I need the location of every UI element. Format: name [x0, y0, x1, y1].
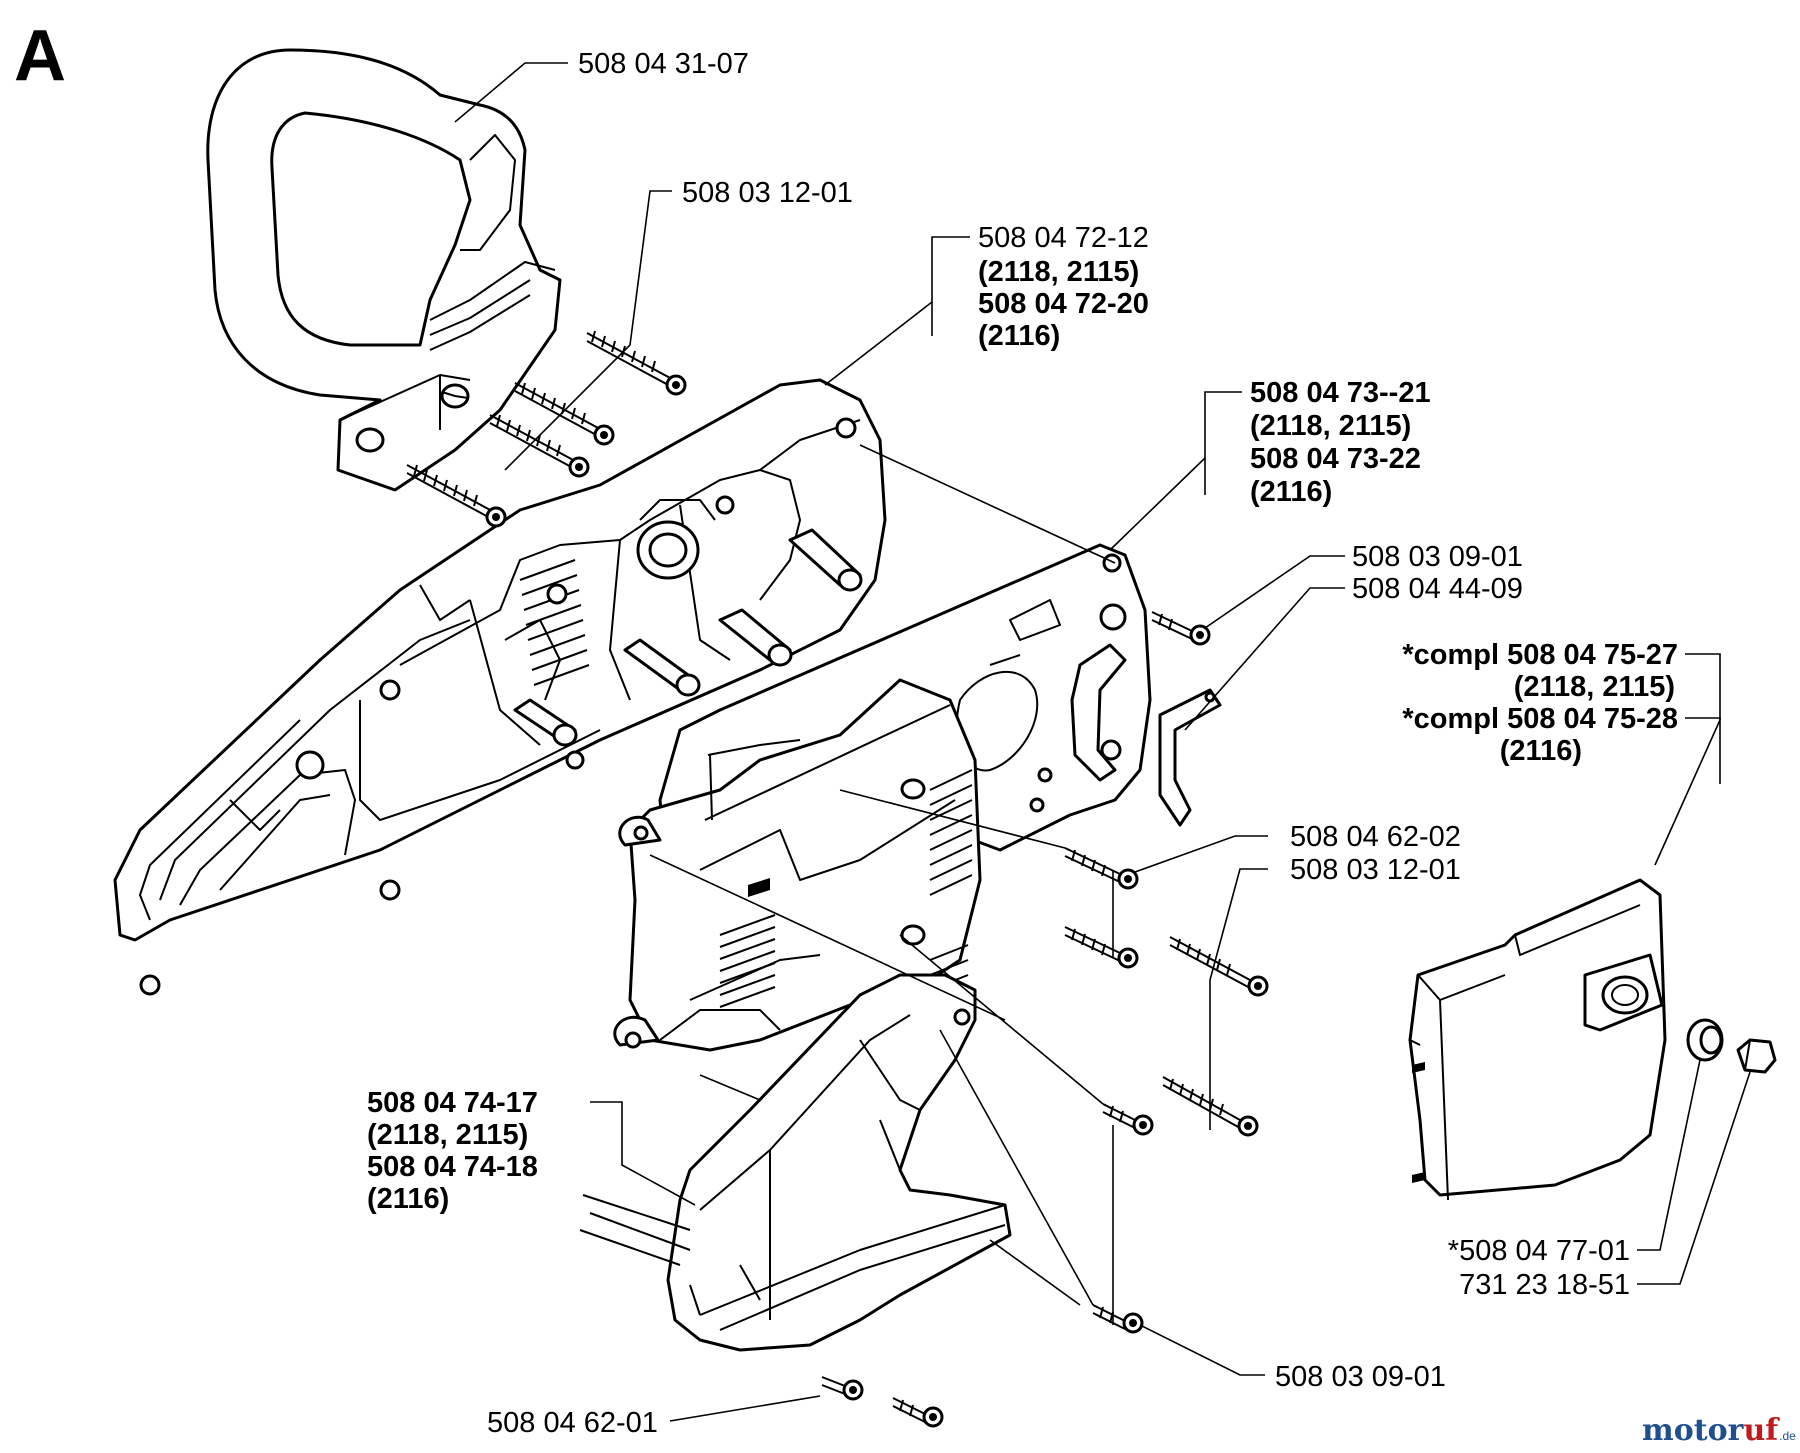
- callout-washer: *508 04 77-01: [1448, 1235, 1630, 1267]
- callout-motor-screw-b: 508 03 12-01: [1290, 854, 1461, 886]
- leader-housing-b: [1109, 391, 1242, 551]
- callout-lower-housing-0: 508 04 74-17: [367, 1087, 538, 1119]
- screw-right-upper: [1151, 611, 1211, 646]
- washer-part: [1686, 1018, 1724, 1062]
- screw-bottom-1: [821, 1376, 864, 1401]
- leader-screw-bottom-left: [669, 1395, 821, 1422]
- callout-housing-b-0: 508 04 73--21: [1250, 377, 1431, 409]
- motor-cover-part: [613, 678, 982, 1052]
- housing-left-part: [113, 378, 887, 996]
- callout-handle: 508 04 31-07: [578, 48, 749, 80]
- watermark-tld: .de: [1779, 1429, 1796, 1443]
- screw-handle-4: [406, 464, 507, 528]
- leader-lower-housing: [590, 1101, 696, 1206]
- leader-handle-screws: [504, 190, 672, 471]
- callout-housing-a-0: 508 04 72-12: [978, 222, 1149, 254]
- leader-cover-bracket: [1685, 717, 1721, 784]
- leader-washer: [1637, 1059, 1701, 1251]
- watermark-text: motoruf.de: [1642, 1413, 1796, 1448]
- callout-housing-b-1: (2118, 2115): [1250, 410, 1411, 442]
- callout-housing-a-3: (2116): [978, 320, 1060, 352]
- screw-lower-1: [1102, 1103, 1154, 1136]
- handle-part: [206, 48, 562, 492]
- callout-housing-b-2: 508 04 73-22: [1250, 443, 1421, 475]
- callout-cover-3: (2116): [1500, 735, 1582, 767]
- callout-lower-housing-3: (2116): [367, 1183, 449, 1215]
- callout-screw-bottom-left: 508 04 62-01: [487, 1407, 658, 1439]
- watermark-brand-b: uf: [1743, 1413, 1780, 1448]
- screw-motor-3: [1169, 936, 1269, 997]
- lower-housing-part: [579, 973, 1012, 1352]
- callout-housing-a-2: 508 04 72-20: [978, 288, 1149, 320]
- screw-lower-2: [1092, 1304, 1144, 1334]
- callout-housing-b-3: (2116): [1250, 476, 1332, 508]
- watermark-logo: motoruf.de: [1642, 1413, 1796, 1448]
- callout-motor-screw-a: 508 04 62-02: [1290, 821, 1461, 853]
- callout-cover-1: (2118, 2115): [1514, 671, 1675, 703]
- callout-cover-0: *compl 508 04 75-27: [1402, 639, 1678, 671]
- leader-screw-bottom-right: [1139, 1324, 1265, 1376]
- callout-lower-housing-2: 508 04 74-18: [367, 1151, 538, 1183]
- clip-part: [1158, 688, 1222, 827]
- watermark-brand-a: motor: [1642, 1413, 1745, 1448]
- leader-housing-a: [824, 236, 970, 386]
- leader-handle: [454, 62, 568, 123]
- callout-screw-right: 508 03 09-01: [1352, 541, 1523, 573]
- callout-housing-a-1: (2118, 2115): [978, 256, 1139, 288]
- leader-cover: [1685, 653, 1721, 720]
- nut-part: [1736, 1038, 1777, 1074]
- screw-motor-1: [1064, 847, 1139, 890]
- screw-handle-2: [514, 382, 615, 446]
- screw-motor-2: [1064, 926, 1139, 969]
- leader-nut: [1637, 1071, 1751, 1285]
- callout-handle-screws: 508 03 12-01: [682, 177, 853, 209]
- screw-motor-4: [1162, 1076, 1259, 1137]
- screw-bottom-2: [892, 1397, 944, 1428]
- callout-clip: 508 04 44-09: [1352, 573, 1523, 605]
- sheet-letter: A: [14, 16, 66, 96]
- callout-nut: 731 23 18-51: [1459, 1269, 1630, 1301]
- screw-handle-3: [489, 414, 590, 478]
- chain-cover-part: [1408, 878, 1667, 1201]
- callout-cover-2: *compl 508 04 75-28: [1402, 703, 1678, 735]
- leader-motor-screw-b: [1209, 868, 1268, 1130]
- callout-lower-housing-1: (2118, 2115): [367, 1119, 528, 1151]
- callout-screw-bottom-right: 508 03 09-01: [1275, 1361, 1446, 1393]
- leader-motor-screw-a: [1134, 835, 1268, 873]
- screw-handle-1: [586, 330, 687, 396]
- leader-clip: [1184, 587, 1345, 731]
- leader-screw-right: [1204, 555, 1345, 629]
